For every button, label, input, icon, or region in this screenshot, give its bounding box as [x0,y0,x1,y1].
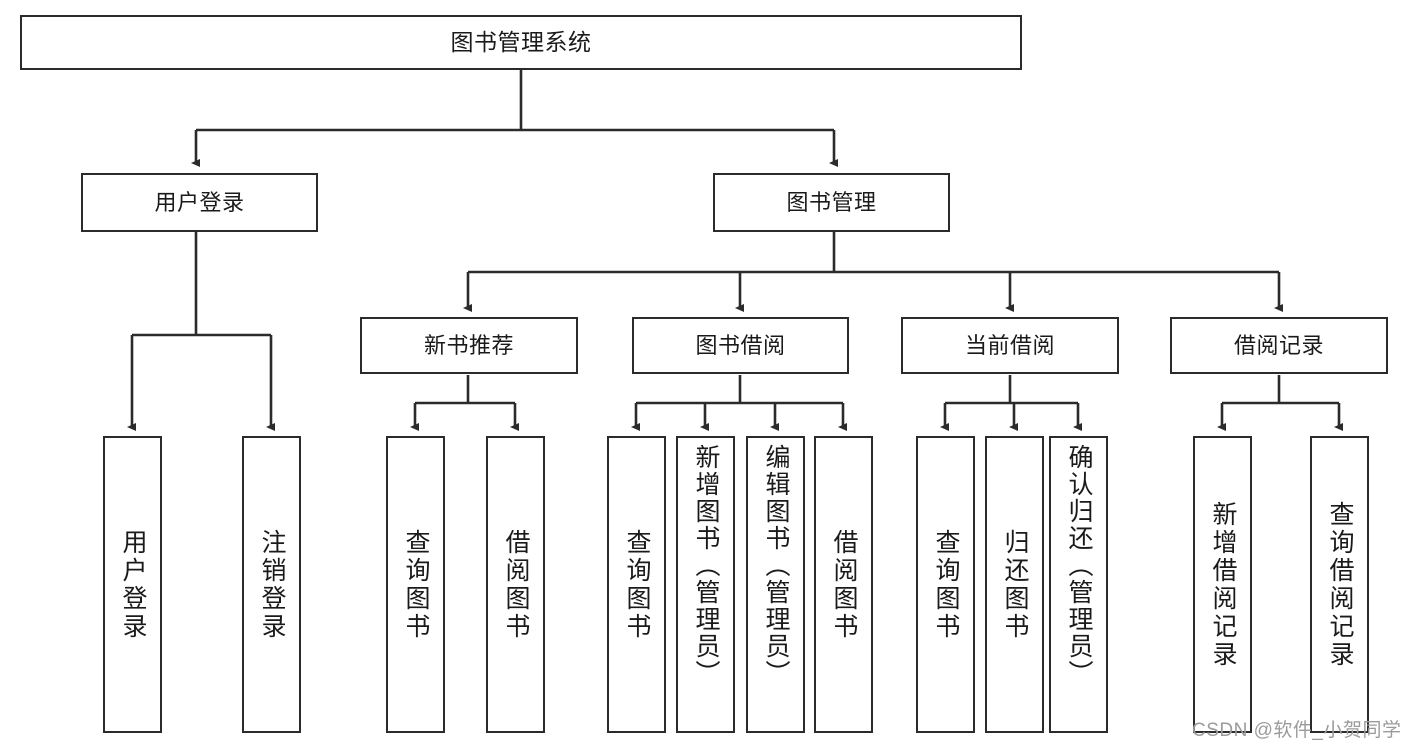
node-root-library-system[interactable]: 图书管理系统 [20,15,1022,70]
node-label: 查询图书 [623,528,651,641]
node-label: 注销登录 [258,528,286,641]
csdn-watermark: CSDN @软件_小贺同学 [1192,720,1402,741]
node-label: 查询图书 [932,528,960,641]
node-label: 确认归还（管理员） [1065,444,1093,687]
leaf-add-borrow-record[interactable]: 新增借阅记录 [1193,436,1252,733]
node-label: 归还图书 [1001,528,1029,641]
node-borrow-records[interactable]: 借阅记录 [1170,317,1388,374]
node-label: 用户登录 [119,528,147,641]
node-label: 新增借阅记录 [1209,500,1237,669]
node-label: 借阅图书 [830,528,858,641]
leaf-edit-book-admin[interactable]: 编辑图书（管理员） [746,436,805,733]
node-label: 图书管理 [786,189,877,215]
leaf-user-login[interactable]: 用户登录 [103,436,162,733]
node-new-book-recommend[interactable]: 新书推荐 [360,317,578,374]
leaf-return-books[interactable]: 归还图书 [985,436,1044,733]
node-label: 查询图书 [402,528,430,641]
leaf-confirm-return-admin[interactable]: 确认归还（管理员） [1049,436,1108,733]
node-label: 新增图书（管理员） [692,444,720,687]
node-user-login[interactable]: 用户登录 [81,173,318,232]
node-label: 新书推荐 [423,332,514,358]
node-current-borrowing[interactable]: 当前借阅 [901,317,1119,374]
node-label: 图书借阅 [695,332,786,358]
node-book-borrowing[interactable]: 图书借阅 [632,317,849,374]
node-label: 用户登录 [154,189,245,215]
node-label: 编辑图书（管理员） [762,444,790,687]
leaf-query-books-recommend[interactable]: 查询图书 [386,436,445,733]
node-label: 借阅记录 [1233,332,1324,358]
node-book-management[interactable]: 图书管理 [713,173,950,232]
leaf-query-books-current[interactable]: 查询图书 [916,436,975,733]
leaf-add-book-admin[interactable]: 新增图书（管理员） [676,436,735,733]
node-label: 当前借阅 [964,332,1055,358]
leaf-borrow-books[interactable]: 借阅图书 [814,436,873,733]
leaf-query-borrow-record[interactable]: 查询借阅记录 [1310,436,1369,733]
node-label: 借阅图书 [502,528,530,641]
node-label: 查询借阅记录 [1326,500,1354,669]
leaf-logout[interactable]: 注销登录 [242,436,301,733]
node-label: 图书管理系统 [450,29,592,56]
leaf-borrow-books-recommend[interactable]: 借阅图书 [486,436,545,733]
leaf-query-books-borrow[interactable]: 查询图书 [607,436,666,733]
